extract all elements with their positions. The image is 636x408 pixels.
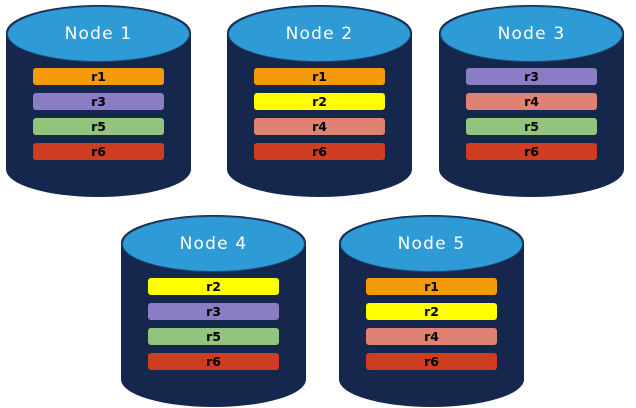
replica-bar[interactable]: r5 (465, 118, 598, 135)
replica-list: r3 r4 r5 r6 (440, 68, 623, 160)
replica-bar[interactable]: r5 (32, 118, 165, 135)
replica-bar[interactable]: r3 (465, 68, 598, 85)
replica-bar[interactable]: r4 (465, 93, 598, 110)
replica-bar[interactable]: r1 (365, 278, 498, 295)
cylinder-top-ellipse (7, 6, 190, 62)
replica-bar[interactable]: r5 (147, 328, 280, 345)
replica-bar[interactable]: r4 (365, 328, 498, 345)
replica-bar[interactable]: r1 (253, 68, 386, 85)
replica-bar[interactable]: r2 (365, 303, 498, 320)
replica-bar[interactable]: r2 (147, 278, 280, 295)
replica-bar[interactable]: r6 (253, 143, 386, 160)
cylinder-top-ellipse (228, 6, 411, 62)
cylinder-top-ellipse (122, 216, 305, 272)
replica-list: r1 r3 r5 r6 (7, 68, 190, 160)
cylinder-top-ellipse (340, 216, 523, 272)
replica-bar[interactable]: r6 (465, 143, 598, 160)
replica-bar[interactable]: r6 (147, 353, 280, 370)
replica-bar[interactable]: r2 (253, 93, 386, 110)
replica-bar[interactable]: r6 (32, 143, 165, 160)
replica-bar[interactable]: r6 (365, 353, 498, 370)
replica-list: r1 r2 r4 r6 (228, 68, 411, 160)
replica-list: r1 r2 r4 r6 (340, 278, 523, 370)
replica-bar[interactable]: r3 (32, 93, 165, 110)
cylinder-top-ellipse (440, 6, 623, 62)
replica-list: r2 r3 r5 r6 (122, 278, 305, 370)
replica-bar[interactable]: r1 (32, 68, 165, 85)
replica-bar[interactable]: r3 (147, 303, 280, 320)
replica-bar[interactable]: r4 (253, 118, 386, 135)
